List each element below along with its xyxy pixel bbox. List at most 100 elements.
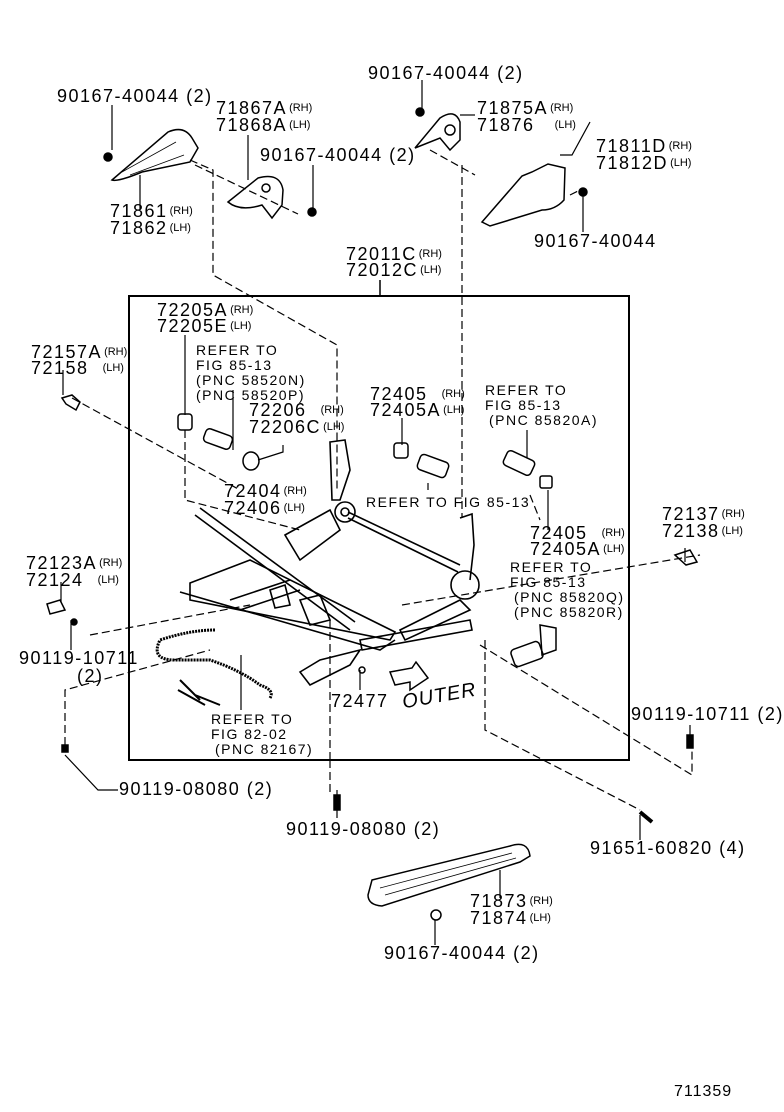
rh-tag: (RH): [418, 248, 442, 260]
cover-71867a-shape: [228, 177, 283, 219]
reference-line: FIG 85-13: [485, 397, 562, 413]
part-number-lh: 71874: [470, 908, 528, 928]
gear-72405-shape: [394, 443, 408, 458]
cover-71861-detail: [122, 142, 184, 175]
part-number-lh: 71876: [477, 115, 535, 135]
part-label-90167-40044-top[interactable]: 90167-40044 (2): [368, 63, 524, 83]
quantity: (2): [77, 666, 104, 686]
lh-tag: (LH): [554, 119, 576, 131]
rh-tag: (RH): [289, 102, 313, 114]
part-number-rh: 71811D: [596, 136, 667, 156]
seat-track-frame: [180, 440, 479, 685]
reference-note-58520[interactable]: REFER TO FIG 85-13 (PNC 58520N) (PNC 585…: [196, 343, 306, 403]
part-label-72205a[interactable]: 72205A(RH): [157, 301, 253, 319]
part-label-71875a[interactable]: 71875A(RH): [477, 98, 574, 118]
part-number-lh: 71862: [110, 218, 168, 238]
part-label-72137[interactable]: 72137(RH): [662, 504, 745, 524]
part-number-rh: 71861: [110, 201, 168, 221]
part-label-71876[interactable]: 71876 (LH): [477, 115, 576, 135]
rh-tag: (RH): [104, 346, 128, 358]
reference-note-82167[interactable]: REFER TO FIG 82-02 (PNC 82167): [211, 712, 313, 757]
reference-line: REFER TO: [211, 711, 294, 727]
dashed-leaders: [65, 150, 700, 810]
reference-note-85820a[interactable]: REFER TO FIG 85-13 (PNC 85820A): [485, 383, 598, 428]
outer-direction-arrow: [390, 662, 428, 690]
bolt-icon: [308, 208, 316, 216]
part-label-90119-08080-l[interactable]: 90119-08080 (2): [119, 779, 274, 799]
assembly-boundary-box: [129, 296, 629, 760]
part-label-72157a[interactable]: 72157A(RH): [31, 343, 128, 361]
reference-line: (PNC 82167): [215, 741, 314, 757]
part-label-72012c[interactable]: 72012C(LH): [346, 261, 442, 279]
bolt-icon: [62, 745, 68, 752]
figure-number: 711359: [674, 1083, 733, 1100]
clip-72157a-shape: [62, 395, 80, 410]
part-label-72124[interactable]: 72124(LH): [26, 570, 119, 590]
part-label-72404[interactable]: 72404(RH): [224, 482, 307, 500]
part-label-90119-10711-r[interactable]: 90119-10711 (2): [631, 704, 784, 724]
part-label-71874[interactable]: 71874(LH): [470, 908, 551, 928]
bolt-icon: [334, 795, 340, 810]
part-label-71861[interactable]: 71861(RH): [110, 201, 193, 221]
part-label-71811d[interactable]: 71811D(RH): [596, 136, 692, 156]
clip-72477-shape: [359, 667, 365, 673]
wire-harness-connectors: [178, 680, 220, 705]
reference-line: (PNC 85820A): [489, 412, 599, 428]
part-label-72405a-a[interactable]: 72405A(LH): [370, 401, 464, 419]
part-label-90167-40044-tm[interactable]: 90167-40044 (2): [260, 145, 416, 165]
part-label-72205e[interactable]: 72205E(LH): [157, 316, 251, 336]
part-number-lh: 72205E: [157, 316, 229, 336]
lh-tag: (LH): [420, 264, 442, 276]
part-label-91651-60820[interactable]: 91651-60820 (4): [590, 838, 746, 858]
lh-tag: (LH): [323, 421, 345, 433]
part-label-71812d[interactable]: 71812D(LH): [596, 154, 691, 172]
rh-tag: (RH): [601, 527, 625, 539]
lh-tag: (LH): [102, 362, 124, 374]
gear-72405b-shape: [540, 476, 552, 488]
parts-diagram-canvas: [0, 0, 760, 1112]
part-label-72405-b[interactable]: 72405(RH): [530, 524, 625, 542]
bolt-icon: [579, 188, 587, 196]
reference-note-fig-85-13[interactable]: REFER TO FIG 85-13: [366, 494, 531, 510]
part-label-71862[interactable]: 71862(LH): [110, 218, 191, 238]
reference-note-85820q[interactable]: REFER TO FIG 85-13 (PNC 85820Q) (PNC 858…: [510, 560, 625, 620]
rh-tag: (RH): [529, 895, 553, 907]
cover-71811d-shape: [482, 164, 565, 226]
part-label-71868a[interactable]: 71868A(LH): [216, 116, 310, 134]
part-number-lh: 72405A: [530, 539, 602, 559]
cover-71873-ribs: [380, 853, 516, 895]
reference-line: (PNC 85820Q): [514, 589, 625, 605]
lh-tag: (LH): [283, 502, 305, 514]
part-label-72406[interactable]: 72406(LH): [224, 498, 305, 518]
part-label-90167-40044-tl[interactable]: 90167-40044 (2): [57, 86, 213, 106]
reference-line: (PNC 58520N): [196, 372, 306, 388]
part-label-72405a-b[interactable]: 72405A(LH): [530, 539, 624, 559]
part-label-90167-40044-bottom[interactable]: 90167-40044 (2): [384, 943, 540, 963]
part-number-rh: 72011C: [346, 244, 417, 264]
part-label-71867a[interactable]: 71867A(RH): [216, 98, 313, 118]
part-label-90119-10711-l[interactable]: 90119-10711(2): [19, 649, 139, 686]
rh-tag: (RH): [99, 557, 123, 569]
part-label-90119-08080-c[interactable]: 90119-08080 (2): [286, 819, 441, 839]
motor-85820a-shape: [502, 449, 536, 476]
part-label-72123a[interactable]: 72123A(RH): [26, 554, 123, 572]
reference-line: (PNC 58520P): [196, 387, 306, 403]
part-label-72138[interactable]: 72138(LH): [662, 522, 743, 540]
part-label-71873[interactable]: 71873(RH): [470, 892, 553, 910]
part-number-lh: 72124: [26, 570, 84, 590]
part-label-72206[interactable]: 72206(RH): [249, 401, 344, 419]
part-number-lh: 72406: [224, 498, 282, 518]
part-number-rh: 71875A: [477, 98, 549, 118]
part-number-rh: 72137: [662, 504, 720, 524]
bolt-icon: [416, 108, 424, 116]
reference-line: FIG 82-02: [211, 726, 288, 742]
part-number-rh: 71867A: [216, 98, 288, 118]
lh-tag: (LH): [529, 912, 551, 924]
rh-tag: (RH): [550, 102, 574, 114]
part-label-72158[interactable]: 72158(LH): [31, 359, 124, 377]
part-label-90167-40044-tr[interactable]: 90167-40044: [534, 231, 657, 251]
part-label-72405-a[interactable]: 72405(RH): [370, 385, 465, 403]
part-label-72206c[interactable]: 72206C(LH): [249, 418, 345, 436]
part-label-72011c[interactable]: 72011C(RH): [346, 244, 442, 264]
part-label-72477[interactable]: 72477: [331, 691, 389, 711]
